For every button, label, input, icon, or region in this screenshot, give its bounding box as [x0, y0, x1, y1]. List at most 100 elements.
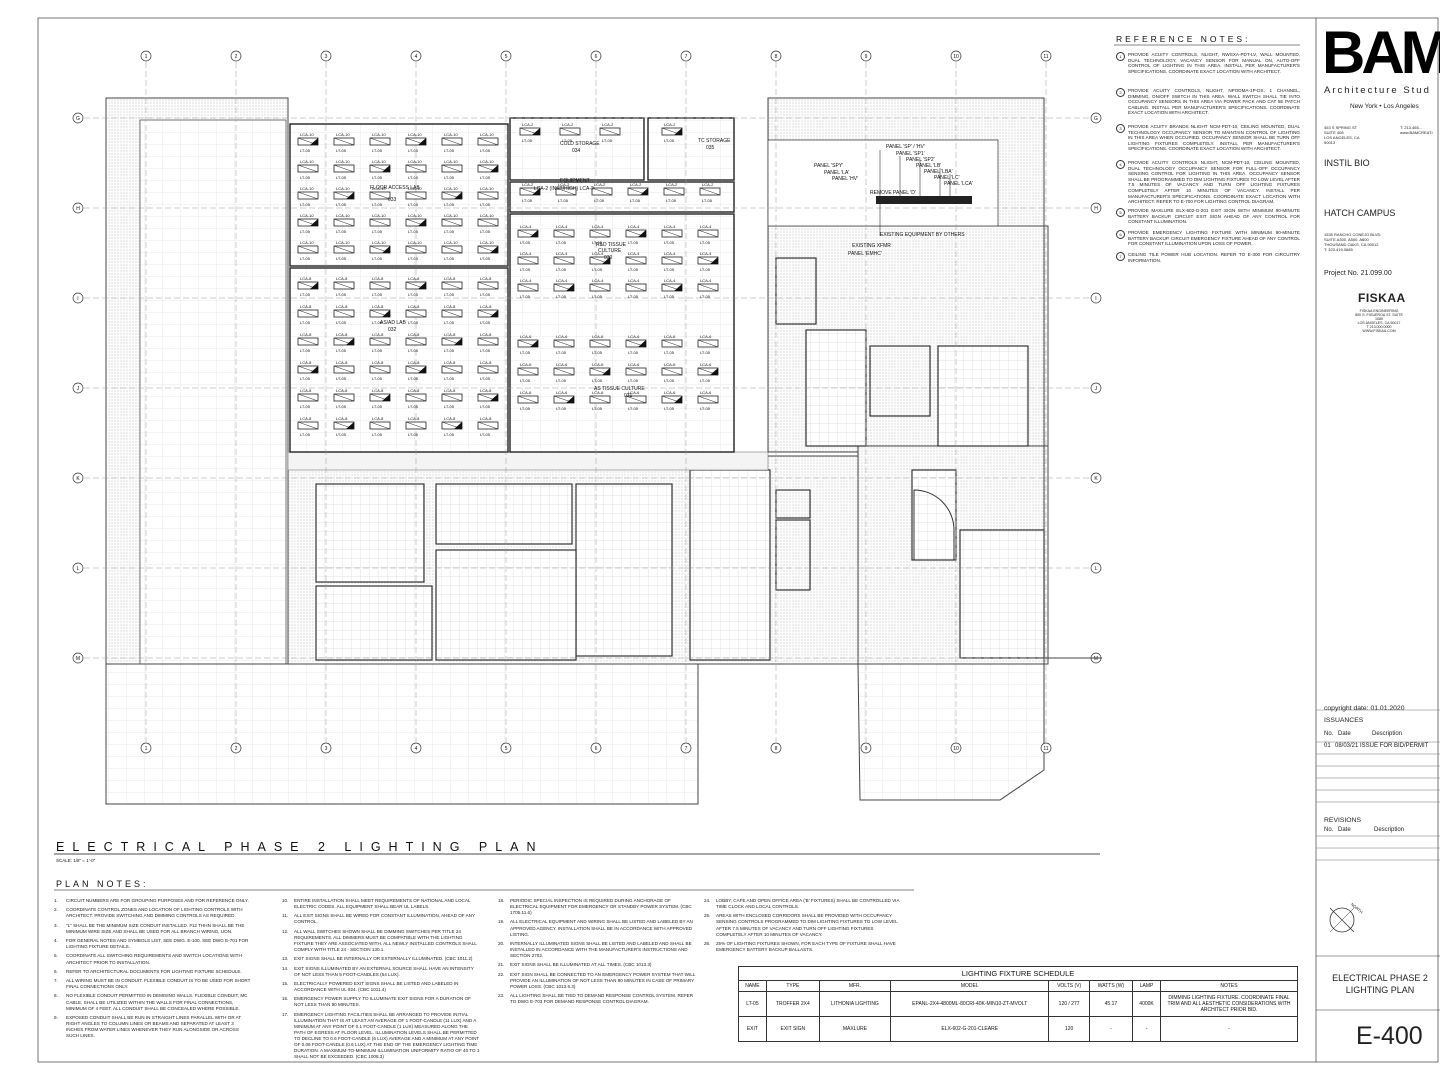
svg-text:LCA-10: LCA-10 — [480, 132, 494, 137]
svg-text:LT-05: LT-05 — [336, 148, 347, 153]
svg-text:LCA-4: LCA-4 — [628, 251, 640, 256]
label-panel-spy: PANEL 'SPY' — [814, 163, 843, 169]
label-panel-la: PANEL 'LA' — [824, 170, 849, 176]
light-fixture: LCA-8LT-05 — [333, 416, 355, 437]
svg-text:LT-05: LT-05 — [556, 406, 567, 411]
svg-text:LCA-4: LCA-4 — [628, 278, 640, 283]
grid-bubble-col: 6 — [590, 50, 602, 62]
plan-notes-column: 18.PERIODIC SPECIAL INSPECTION IS REQUIR… — [498, 898, 696, 1009]
svg-text:LT-05: LT-05 — [522, 138, 533, 143]
light-fixture: LCA-6LT-05 — [697, 390, 719, 411]
reference-note-number: 5 — [1116, 208, 1125, 217]
svg-text:LCA-10: LCA-10 — [336, 132, 350, 137]
svg-text:LCA-8: LCA-8 — [444, 360, 456, 365]
schedule-cell: EXIT SIGN — [765, 1016, 820, 1042]
firm-address: 453 S SPRING ST SUITE 408 LOS ANGELES, C… — [1324, 125, 1360, 145]
light-fixture: LCA-8LT-05 — [333, 332, 355, 353]
svg-text:LT-05: LT-05 — [666, 198, 677, 203]
svg-text:LCA-6: LCA-6 — [556, 390, 568, 395]
light-fixture: LCA-4LT-05 — [553, 251, 575, 272]
svg-text:LT-05: LT-05 — [592, 378, 603, 383]
svg-text:LT-05: LT-05 — [336, 320, 347, 325]
svg-text:LT-05: LT-05 — [630, 198, 641, 203]
svg-text:LT-05: LT-05 — [556, 267, 567, 272]
svg-text:LCA-10: LCA-10 — [372, 240, 386, 245]
plan-note-number: 1. — [54, 898, 58, 903]
grid-col-label: 2 — [235, 54, 238, 60]
svg-text:LT-05: LT-05 — [444, 148, 455, 153]
svg-text:LT-05: LT-05 — [628, 240, 639, 245]
grid-bubble-row: I — [72, 292, 84, 304]
light-fixture: LCA-6LT-05 — [589, 334, 611, 355]
svg-text:LT-05: LT-05 — [372, 432, 383, 437]
light-fixture: LCA-2LT-05 — [627, 182, 649, 203]
plan-note-number: 8. — [54, 993, 58, 999]
plan-notes-column: 24.LOBBY, CAFE AND OPEN OFFICE AREA ('B'… — [704, 898, 902, 956]
svg-text:LCA-6: LCA-6 — [556, 334, 568, 339]
svg-text:LCA-10: LCA-10 — [372, 159, 386, 164]
plan-note-number: 3. — [54, 922, 58, 928]
grid-col-label: 11 — [1043, 746, 1048, 752]
svg-text:LCA-10: LCA-10 — [336, 213, 350, 218]
plan-note-number: 13. — [282, 956, 289, 962]
grid-bubble-row: G — [1090, 112, 1102, 124]
svg-text:LCA-8: LCA-8 — [372, 416, 384, 421]
firm-logo: BAM — [1322, 19, 1440, 86]
grid-bubble-col: 7 — [680, 50, 692, 62]
light-fixture: LCA-8LT-05 — [477, 388, 499, 409]
plan-note-number: 5. — [54, 953, 58, 959]
svg-text:LT-05: LT-05 — [520, 350, 531, 355]
issuances-label: ISSUANCES — [1324, 717, 1364, 724]
grid-bubble-col: 2 — [230, 50, 242, 62]
svg-text:LT-05: LT-05 — [480, 229, 491, 234]
svg-text:LCA-10: LCA-10 — [444, 132, 458, 137]
schedule-header-cell: MFR. — [818, 980, 891, 992]
title-block-lines — [1316, 709, 1440, 1011]
svg-text:LCA-8: LCA-8 — [372, 360, 384, 365]
svg-text:LT-05: LT-05 — [664, 350, 675, 355]
svg-text:LT-05: LT-05 — [300, 376, 311, 381]
light-fixture: LCA-8LT-05 — [333, 360, 355, 381]
light-fixture: LCA-6LT-05 — [625, 390, 647, 411]
north-arrow-icon: NORTH — [1329, 902, 1364, 933]
schedule-header-cell: NOTES — [1160, 980, 1298, 992]
svg-text:LCA-6: LCA-6 — [664, 390, 676, 395]
light-fixture: LCA-2LT-05 — [663, 182, 685, 203]
svg-text:LCA-10: LCA-10 — [372, 132, 386, 137]
plan-note: 22.EXIT SIGN SHALL BE CONNECTED TO AN EM… — [498, 972, 696, 990]
grid-bubble-col: 10 — [950, 742, 962, 754]
svg-text:LCA-8: LCA-8 — [444, 416, 456, 421]
svg-text:LCA-8: LCA-8 — [444, 388, 456, 393]
plan-note: 6.REFER TO ARCHITECTURAL DOCUMENTS FOR L… — [54, 969, 252, 975]
room-s1 — [315, 483, 425, 583]
light-fixture: LCA-6LT-05 — [661, 334, 683, 355]
light-fixture: LCA-6LT-05 — [517, 390, 539, 411]
svg-text:LT-05: LT-05 — [628, 267, 639, 272]
grid-bubble-row: K — [72, 472, 84, 484]
plan-note: 5.COORDINATE ALL SWITCHING REQUIREMENTS … — [54, 953, 252, 965]
lab-equipment — [509, 181, 735, 213]
svg-text:LCA-6: LCA-6 — [556, 362, 568, 367]
plan-note: 20.INTERNALLY ILLUMINATED SIGNS SHALL BE… — [498, 941, 696, 959]
svg-text:LT-05: LT-05 — [444, 229, 455, 234]
svg-text:LT-05: LT-05 — [700, 294, 711, 299]
label-existing-equipment: EXISTING EQUIPMENT BY OTHERS — [880, 232, 965, 238]
plan-note: 14.EXIT SIGNS ILLUMINATED BY AN EXTERNAL… — [282, 966, 480, 978]
schedule-cell: EXIT — [738, 1016, 767, 1042]
light-fixture: LCA-8LT-05 — [369, 332, 391, 353]
plan-note: 13.EXIT SIGNS SHALL BE INTERNALLY OR EXT… — [282, 956, 480, 962]
grid-bubble-row: G — [72, 112, 84, 124]
sheet-number: E-400 — [1356, 1022, 1423, 1050]
plan-note-text: EXIT SIGNS ILLUMINATED BY AN EXTERNAL SO… — [294, 965, 474, 977]
svg-text:LT-05: LT-05 — [372, 320, 383, 325]
svg-text:LCA-8: LCA-8 — [336, 416, 348, 421]
drawing-scale: SCALE: 1/8" = 1'-0" — [56, 858, 96, 863]
